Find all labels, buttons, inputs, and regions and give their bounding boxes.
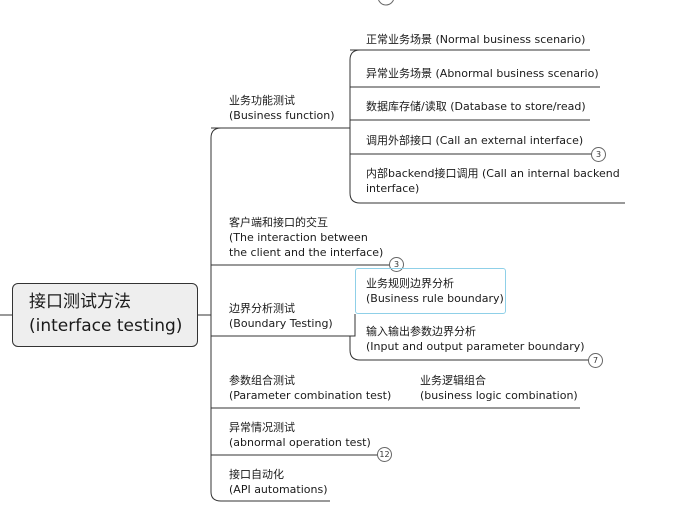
child-business-rule-boundary[interactable]: 业务规则边界分析 (Business rule boundary): [366, 276, 504, 306]
child-business-logic-zh: 业务逻辑组合: [420, 374, 486, 387]
external-collapsed-badge[interactable]: 3: [591, 147, 606, 162]
business-sub-trunk: [349, 49, 361, 204]
child-internal-interface-line1: 内部backend接口调用 (Call an internal backend: [366, 167, 620, 180]
branch-abnormal-en: (abnormal operation test): [229, 436, 371, 449]
child-normal-scenario[interactable]: 正常业务场景 (Normal business scenario): [366, 32, 585, 47]
child-internal-interface[interactable]: 内部backend接口调用 (Call an internal backend …: [366, 166, 620, 196]
branch-business-function-zh: 业务功能测试: [229, 94, 295, 107]
branch-api-en: (API automations): [229, 483, 328, 496]
selected-node-highlight: [355, 268, 506, 314]
branch-boundary[interactable]: 边界分析测试 (Boundary Testing): [229, 301, 333, 331]
child-business-rule-boundary-en: (Business rule boundary): [366, 292, 504, 305]
branch-parameter-zh: 参数组合测试: [229, 374, 295, 387]
branch-interaction[interactable]: 客户端和接口的交互 (The interaction between the c…: [229, 215, 383, 260]
child-external-interface-label: 调用外部接口 (Call an external interface): [366, 134, 584, 147]
root-title-en: (interface testing): [29, 316, 183, 336]
child-business-logic-en: (business logic combination): [420, 389, 578, 402]
boundary-connector-top: [350, 314, 356, 337]
branch-interaction-en1: (The interaction between: [229, 231, 368, 244]
top-clipped-badge: [378, 0, 394, 6]
child-abnormal-scenario-label: 异常业务场景 (Abnormal business scenario): [366, 67, 599, 80]
branch-parameter[interactable]: 参数组合测试 (Parameter combination test): [229, 373, 391, 403]
branch-parameter-en: (Parameter combination test): [229, 389, 392, 402]
child-io-boundary-zh: 输入输出参数边界分析: [366, 325, 476, 338]
branch-abnormal-zh: 异常情况测试: [229, 421, 295, 434]
child-business-logic[interactable]: 业务逻辑组合 (business logic combination): [420, 373, 578, 403]
io-underline: [349, 336, 590, 361]
main-trunk: [210, 127, 222, 502]
branch-boundary-en: (Boundary Testing): [229, 317, 333, 330]
branch-interaction-en2: the client and the interface): [229, 246, 384, 259]
child-external-interface[interactable]: 调用外部接口 (Call an external interface): [366, 133, 583, 148]
child-database-label: 数据库存储/读取 (Database to store/read): [366, 100, 586, 113]
branch-api-zh: 接口自动化: [229, 468, 284, 481]
branch-business-function[interactable]: 业务功能测试 (Business function): [229, 93, 335, 123]
abnormal-collapsed-badge[interactable]: 12: [377, 447, 392, 462]
child-business-rule-boundary-zh: 业务规则边界分析: [366, 277, 454, 290]
branch-api[interactable]: 接口自动化 (API automations): [229, 467, 328, 497]
io-collapsed-badge[interactable]: 7: [588, 353, 603, 368]
root-node[interactable]: 接口测试方法 (interface testing): [12, 283, 198, 347]
child-normal-scenario-label: 正常业务场景 (Normal business scenario): [366, 33, 586, 46]
branch-business-function-en: (Business function): [229, 109, 335, 122]
child-database[interactable]: 数据库存储/读取 (Database to store/read): [366, 99, 586, 114]
child-internal-interface-line2: interface): [366, 182, 420, 195]
child-io-boundary-en: (Input and output parameter boundary): [366, 340, 585, 353]
branch-abnormal[interactable]: 异常情况测试 (abnormal operation test): [229, 420, 371, 450]
child-abnormal-scenario[interactable]: 异常业务场景 (Abnormal business scenario): [366, 66, 599, 81]
branch-interaction-zh: 客户端和接口的交互: [229, 216, 328, 229]
root-title-zh: 接口测试方法: [29, 292, 131, 312]
branch-boundary-zh: 边界分析测试: [229, 302, 295, 315]
child-io-boundary[interactable]: 输入输出参数边界分析 (Input and output parameter b…: [366, 324, 585, 354]
